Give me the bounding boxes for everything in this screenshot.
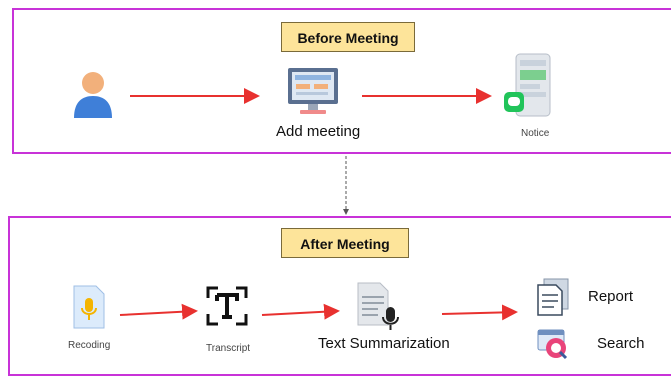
before-meeting-title: Before Meeting (281, 22, 415, 52)
arrow-recording-to-transcript (119, 303, 198, 320)
after-meeting-title: After Meeting (281, 228, 409, 258)
report-icon (537, 278, 569, 316)
document-mic-icon (357, 282, 399, 330)
notice-label: Notice (521, 128, 550, 139)
search-icon (537, 329, 568, 360)
recording-label: Recoding (68, 340, 111, 351)
audio-file-icon (73, 285, 105, 329)
arrow-transcript-to-summary (261, 303, 340, 320)
arrow-summary-to-outputs (441, 304, 518, 321)
text-tool-icon (206, 286, 248, 326)
report-label: Report (588, 288, 634, 305)
computer-icon (288, 68, 338, 114)
phone-notification-icon (504, 53, 551, 117)
search-label: Search (597, 335, 645, 352)
person-icon (74, 72, 112, 118)
text-summarization-label: Text Summarization (318, 335, 450, 352)
transcript-label: Transcript (206, 343, 251, 354)
add-meeting-label: Add meeting (276, 123, 361, 140)
before-meeting-panel: Before Meeting (12, 8, 671, 154)
